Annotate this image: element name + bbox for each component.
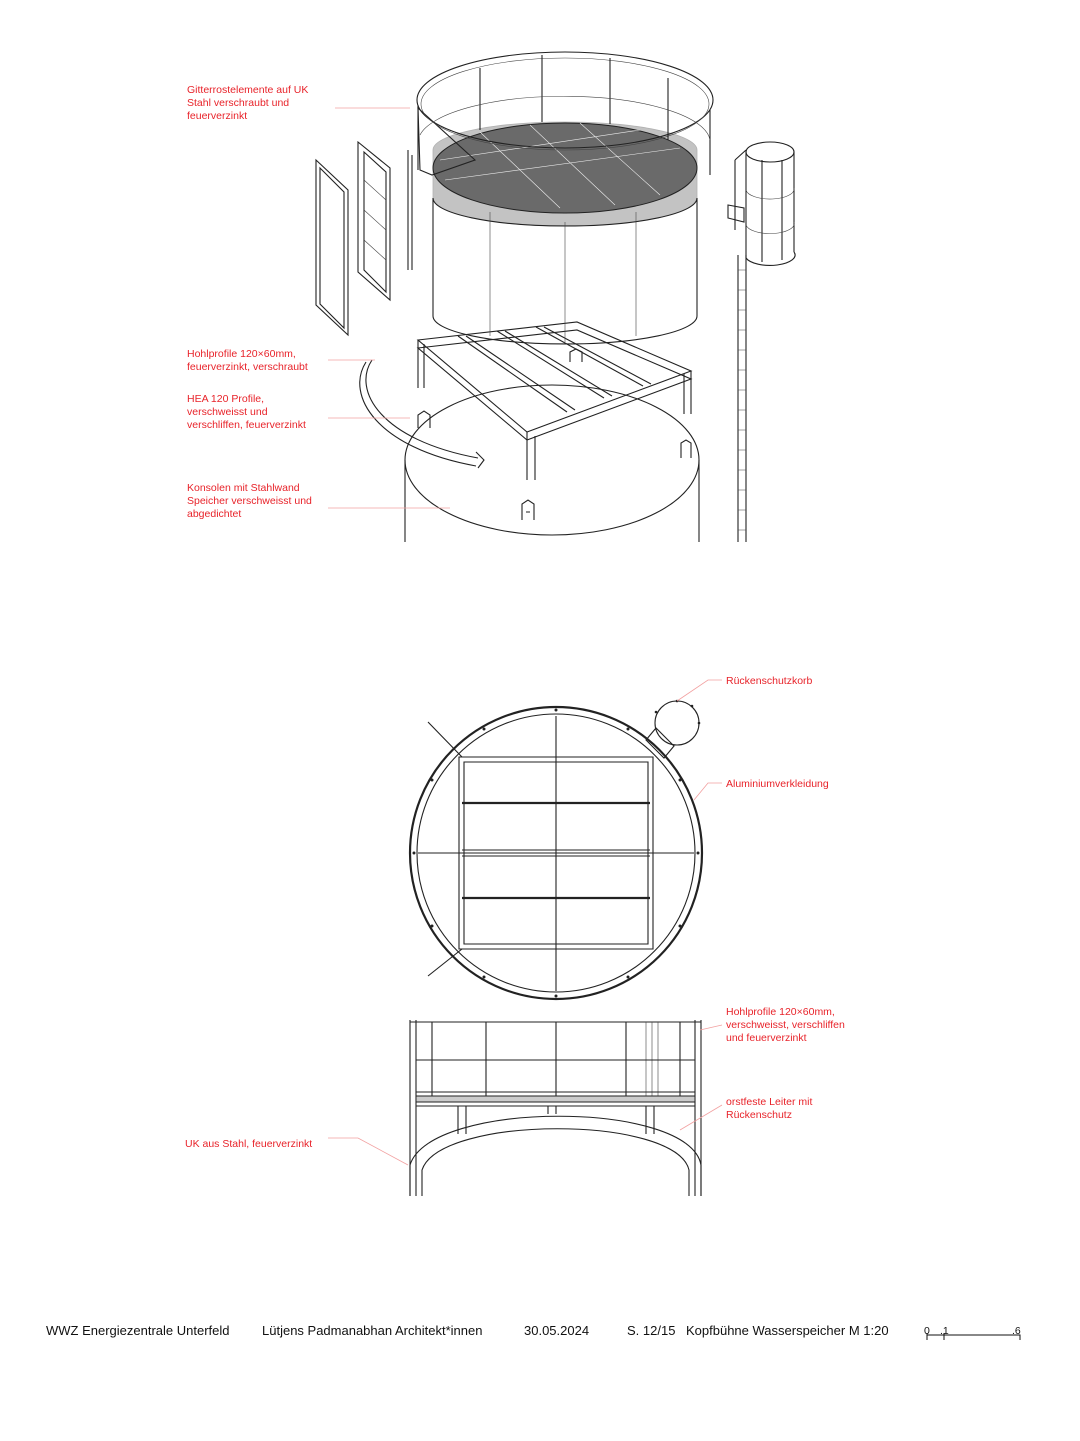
exploded-panels xyxy=(315,140,391,337)
footer-project: WWZ Energiezentrale Unterfeld xyxy=(46,1323,230,1338)
axo-leaders xyxy=(328,107,450,509)
annotation-uk-stahl: UK aus Stahl, feuerverzinkt xyxy=(185,1138,313,1150)
footer-date: 30.05.2024 xyxy=(524,1323,590,1338)
axonometric-view xyxy=(315,51,796,542)
plan-bolts xyxy=(412,708,700,998)
annotation-aluminium: Aluminiumverkleidung xyxy=(726,778,829,790)
plan-view xyxy=(408,679,722,1001)
annotation-konsolen: Konsolen mit Stahlwand Speicher verschwe… xyxy=(187,482,312,520)
annotation-leiter: orstfeste Leiter mit Rückenschutz xyxy=(726,1096,813,1121)
footer-page: S. 12/15 xyxy=(627,1323,676,1338)
grating-platform xyxy=(417,106,698,227)
scale-label-2: .6 xyxy=(1012,1325,1021,1337)
plan-ladder-cage xyxy=(645,699,701,759)
plan-leaders xyxy=(676,679,722,801)
hea-frame xyxy=(416,321,693,480)
railing xyxy=(416,51,714,175)
footer-architect: Lütjens Padmanabhan Architekt*innen xyxy=(262,1323,483,1338)
annotation-hohlprofile-bottom: Hohlprofile 120×60mm, verschweisst, vers… xyxy=(726,1006,845,1044)
annotation-hea: HEA 120 Profile, verschweisst und versch… xyxy=(187,393,306,431)
tank-body xyxy=(404,384,700,542)
scale-label-0: 0 xyxy=(924,1325,930,1337)
footer-title: Kopfbühne Wasserspeicher M 1:20 xyxy=(686,1323,889,1338)
curved-hollow-profile xyxy=(359,359,485,469)
tank-consoles xyxy=(417,348,692,520)
annotation-rueckenschutzkorb: Rückenschutzkorb xyxy=(726,675,813,687)
elevation-leaders xyxy=(328,1024,723,1166)
scale-bar xyxy=(926,1333,1021,1340)
elevation-view xyxy=(328,1020,723,1196)
annotation-gitterrost: Gitterrostelemente auf UK Stahl verschra… xyxy=(187,84,309,122)
ladder-with-cage xyxy=(727,141,796,542)
upper-cladding xyxy=(407,150,698,345)
scale-label-1: .1 xyxy=(940,1325,949,1337)
annotation-hohlprofile-top: Hohlprofile 120×60mm, feuerverzinkt, ver… xyxy=(187,348,308,373)
